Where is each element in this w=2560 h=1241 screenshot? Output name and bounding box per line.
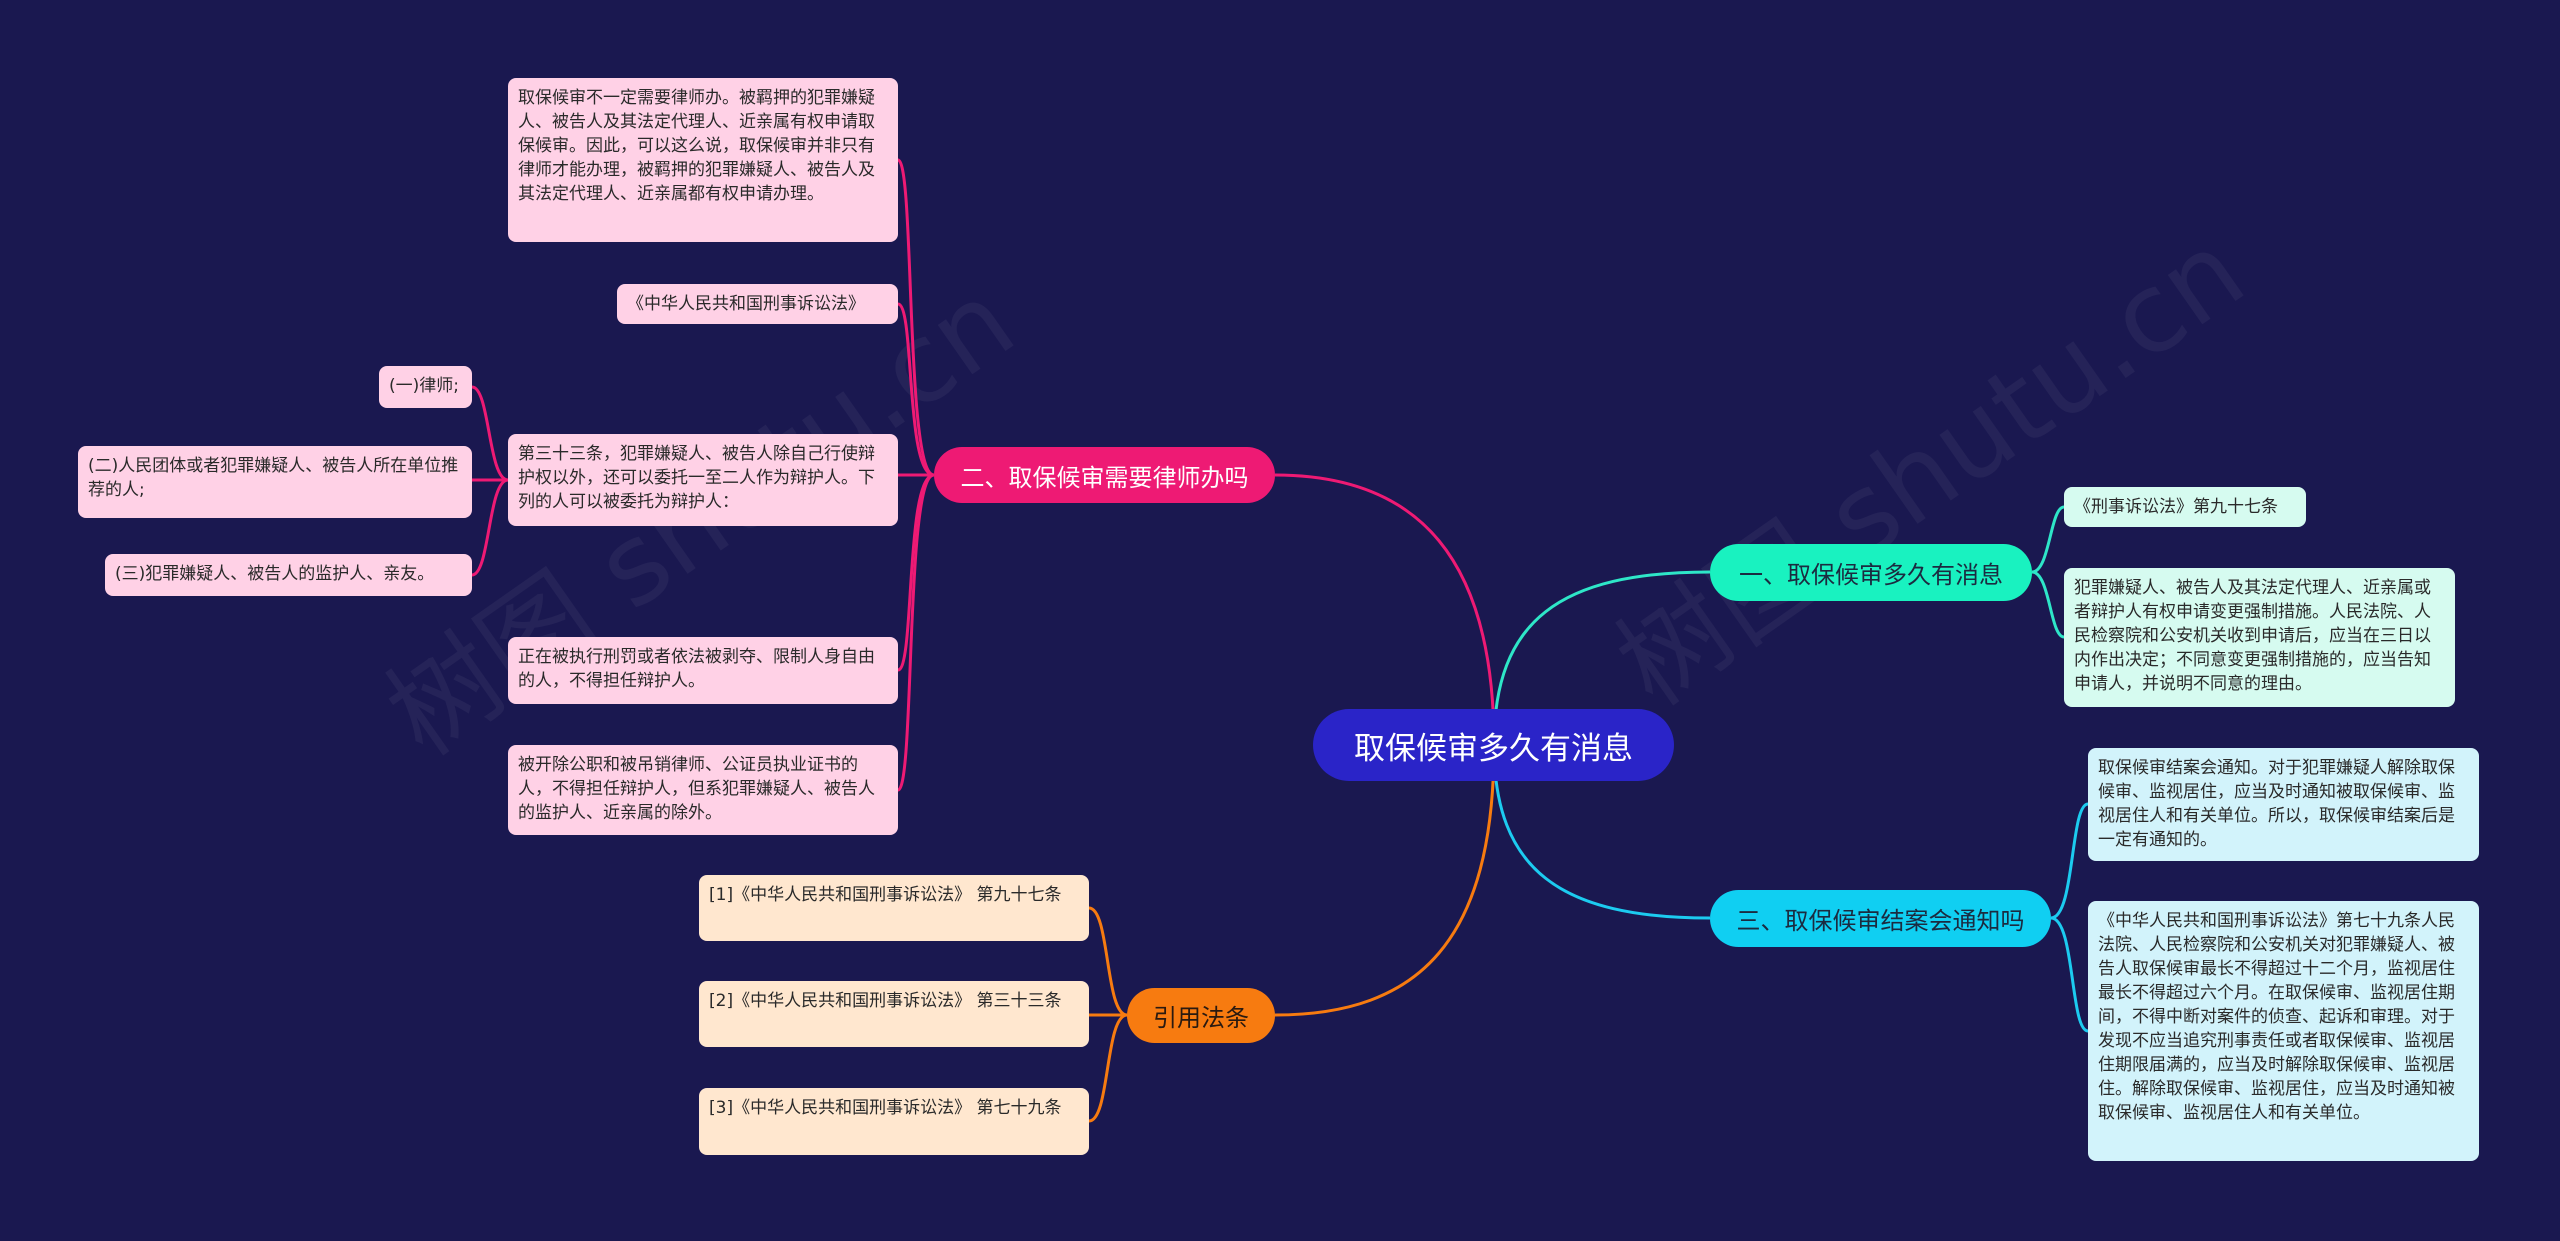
sub-leaf-3[interactable]: (三)犯罪嫌疑人、被告人的监护人、亲友。 [105, 554, 472, 596]
branch-cited-laws[interactable]: 引用法条 [1127, 988, 1275, 1043]
sub-leaf-2[interactable]: (二)人民团体或者犯罪嫌疑人、被告人所在单位推荐的人; [78, 446, 472, 518]
branch-need-lawyer[interactable]: 二、取保候审需要律师办吗 [934, 447, 1275, 503]
leaf-b2-4[interactable]: 正在被执行刑罚或者依法被剥夺、限制人身自由的人，不得担任辩护人。 [508, 637, 898, 704]
link-center-b1 [1492, 570, 1711, 746]
branch-case-close-notice[interactable]: 三、取保候审结案会通知吗 [1710, 890, 2051, 947]
leaf-b2-2[interactable]: 《中华人民共和国刑事诉讼法》 [617, 284, 898, 324]
central-topic[interactable]: 取保候审多久有消息 [1313, 709, 1674, 781]
link-center-b2 [1274, 473, 1496, 746]
leaf-b2-5[interactable]: 被开除公职和被吊销律师、公证员执业证书的人，不得担任辩护人，但系犯罪嫌疑人、被告… [508, 745, 898, 835]
leaf-b1-2[interactable]: 犯罪嫌疑人、被告人及其法定代理人、近亲属或者辩护人有权申请变更强制措施。人民法院… [2064, 568, 2455, 707]
sub-leaf-1[interactable]: (一)律师; [379, 366, 472, 408]
leaf-b4-2[interactable]: [2]《中华人民共和国刑事诉讼法》 第三十三条 [699, 981, 1089, 1047]
leaf-b1-1[interactable]: 《刑事诉讼法》第九十七条 [2064, 487, 2306, 527]
leaf-b3-1[interactable]: 取保候审结案会通知。对于犯罪嫌疑人解除取保候审、监视居住，应当及时通知被取保候审… [2088, 748, 2479, 861]
leaf-b2-3[interactable]: 第三十三条，犯罪嫌疑人、被告人除自己行使辩护权以外，还可以委托一至二人作为辩护人… [508, 434, 898, 526]
leaf-b3-2[interactable]: 《中华人民共和国刑事诉讼法》第七十九条人民法院、人民检察院和公安机关对犯罪嫌疑人… [2088, 901, 2479, 1161]
link-center-b3 [1492, 744, 1711, 920]
branch-how-long[interactable]: 一、取保候审多久有消息 [1710, 544, 2032, 601]
leaf-b4-3[interactable]: [3]《中华人民共和国刑事诉讼法》 第七十九条 [699, 1088, 1089, 1155]
link-center-b4 [1274, 744, 1496, 1017]
leaf-b4-1[interactable]: [1]《中华人民共和国刑事诉讼法》 第九十七条 [699, 875, 1089, 941]
leaf-b2-1[interactable]: 取保候审不一定需要律师办。被羁押的犯罪嫌疑人、被告人及其法定代理人、近亲属有权申… [508, 78, 898, 242]
